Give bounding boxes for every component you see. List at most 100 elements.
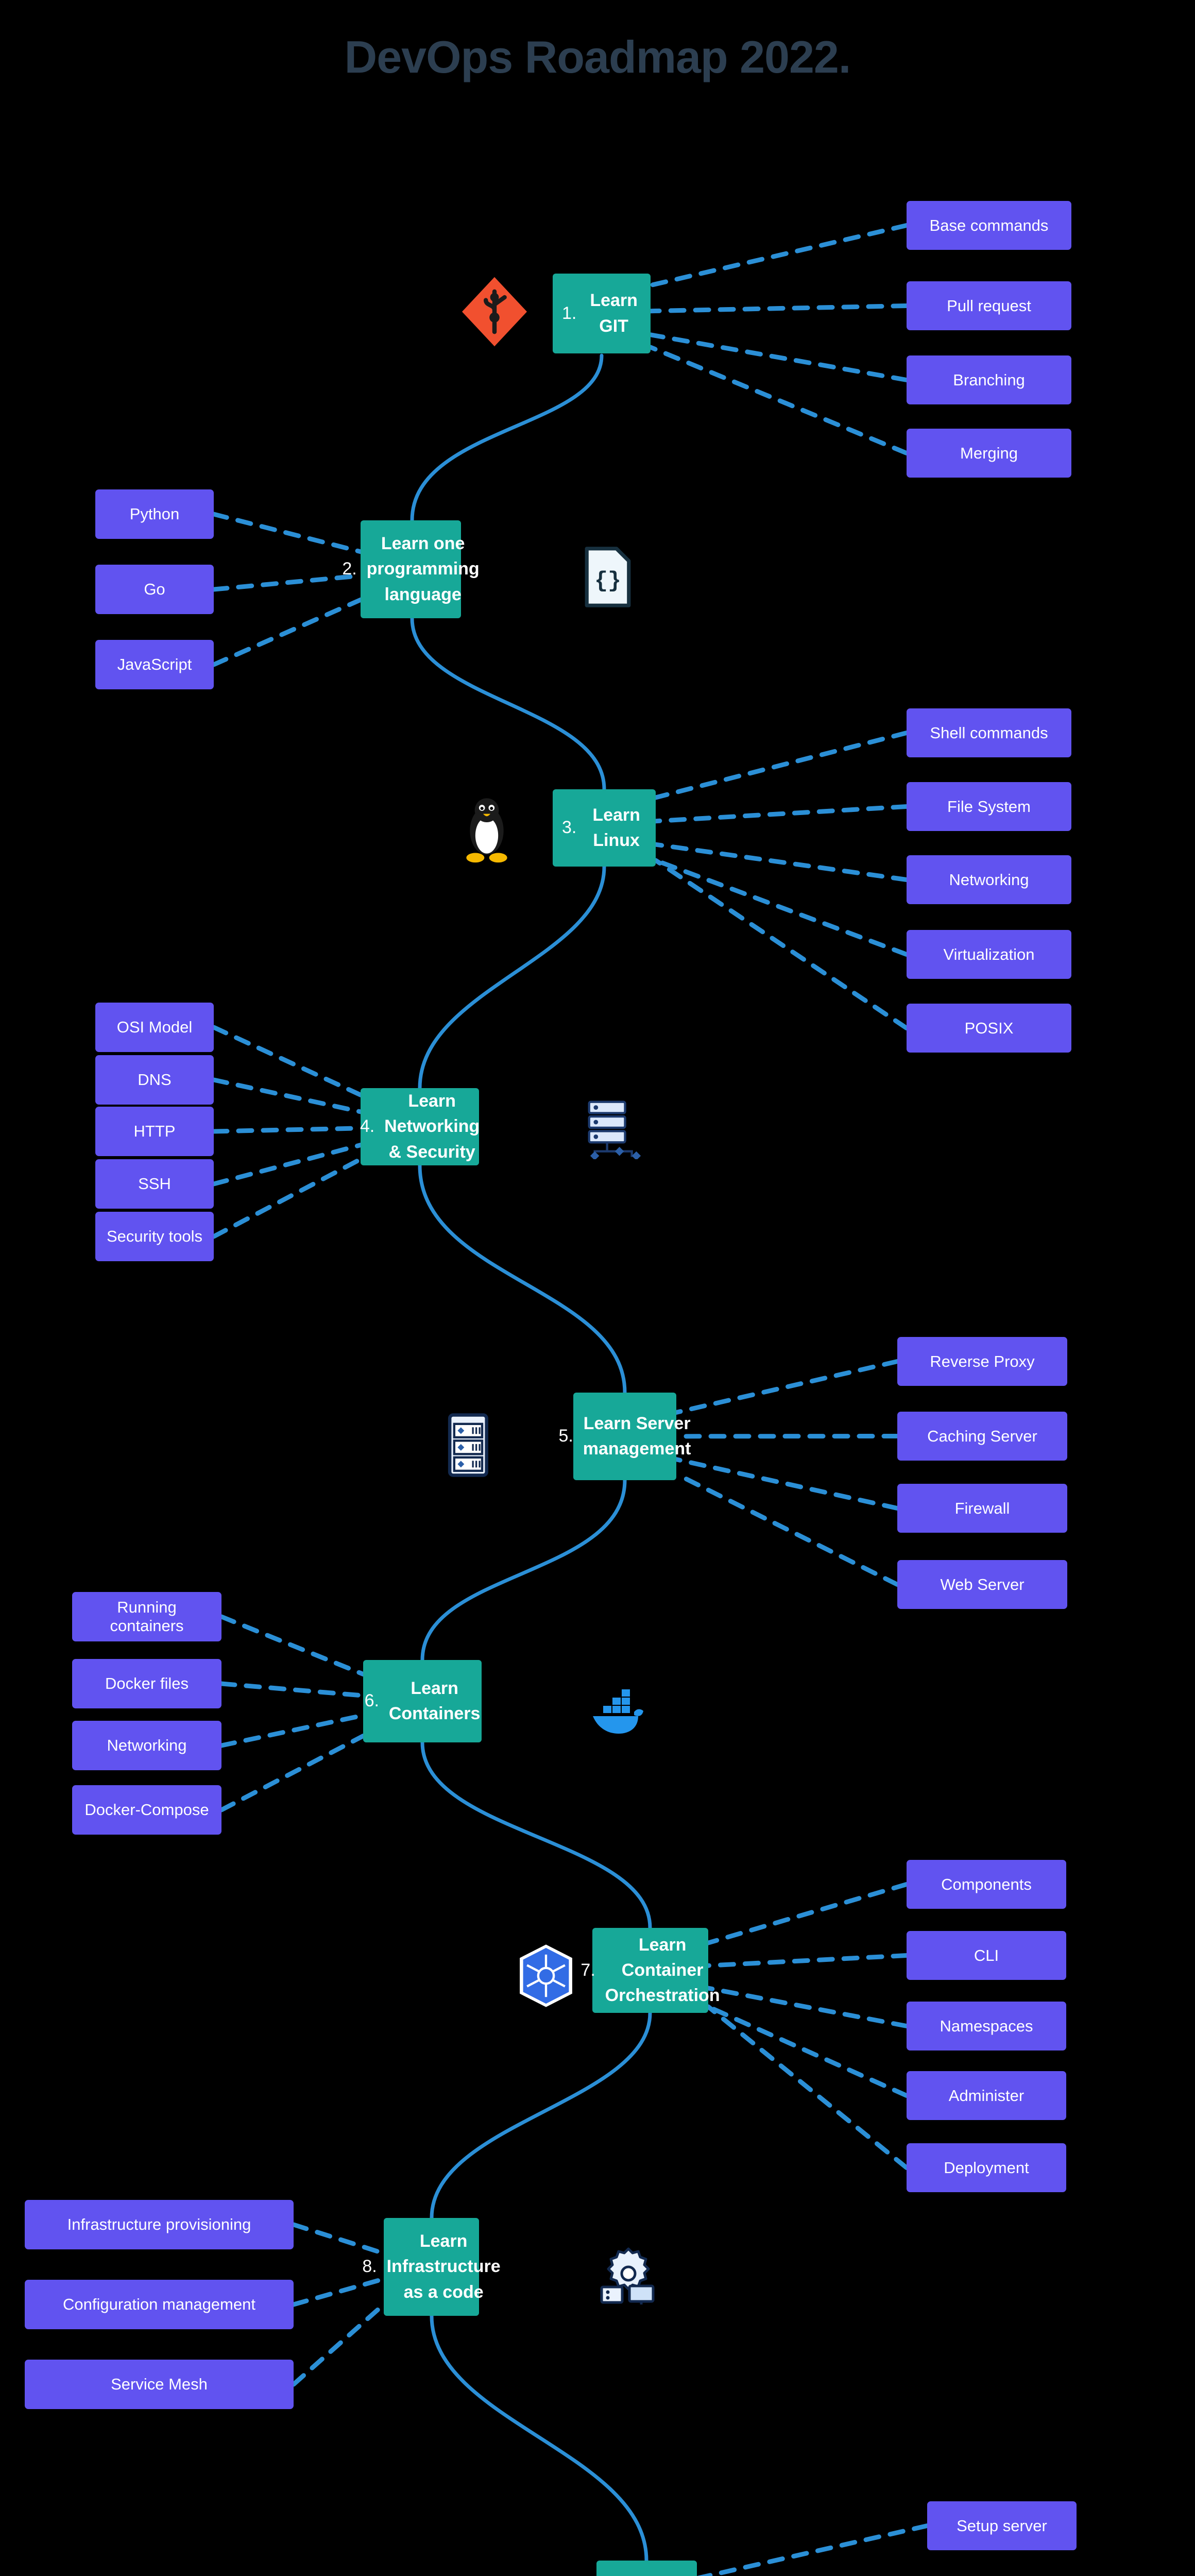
roadmap-leaf[interactable]: Networking (72, 1721, 221, 1770)
roadmap-node[interactable]: 8. Learn Infrastructure as a code (362, 2218, 501, 2316)
node-number: 6. (364, 1691, 389, 1711)
branch-connector (706, 1882, 909, 1945)
roadmap-leaf[interactable]: Docker files (72, 1659, 221, 1708)
roadmap-leaf[interactable]: CLI (907, 1931, 1066, 1980)
leaf-label: CLI (974, 1946, 999, 1964)
leaf-label: Branching (953, 370, 1025, 389)
roadmap-leaf[interactable]: Components (907, 1860, 1066, 1909)
leaf-label: Namespaces (940, 2016, 1033, 2035)
branch-connector (648, 303, 909, 314)
roadmap-leaf[interactable]: Web Server (897, 1560, 1067, 1609)
roadmap-node[interactable]: 5. Learn Server management (559, 1393, 691, 1480)
roadmap-leaf[interactable]: Setup server (927, 2501, 1077, 2550)
node-title: Learn Server management (583, 1413, 691, 1459)
branch-connector (653, 858, 909, 1030)
leaf-label: Docker files (105, 1674, 189, 1692)
roadmap-leaf[interactable]: HTTP (95, 1107, 214, 1156)
leaf-label: Networking (949, 870, 1029, 889)
roadmap-leaf[interactable]: Running containers (72, 1592, 221, 1641)
branch-connector (219, 1734, 366, 1812)
leaf-label: Setup server (957, 2516, 1047, 2535)
roadmap-leaf[interactable]: Caching Server (897, 1412, 1067, 1461)
roadmap-leaf[interactable]: Base commands (907, 201, 1071, 250)
docker-whale-icon (585, 1682, 646, 1739)
branch-connector (648, 345, 909, 455)
leaf-label: Service Mesh (111, 2375, 208, 2393)
roadmap-leaf[interactable]: Shell commands (907, 708, 1071, 757)
roadmap-leaf[interactable]: Docker-Compose (72, 1785, 221, 1835)
branch-connector (291, 2222, 386, 2256)
roadmap-leaf[interactable]: Infrastructure provisioning (25, 2200, 294, 2249)
roadmap-leaf[interactable]: POSIX (907, 1004, 1071, 1053)
roadmap-node[interactable]: 6. Learn Containers (363, 1660, 482, 1742)
roadmap-leaf[interactable]: Networking (907, 855, 1071, 904)
branch-connector (211, 597, 363, 667)
node-number: 3. (562, 818, 587, 838)
branch-connector (653, 858, 909, 957)
leaf-label: Components (941, 1875, 1032, 1893)
leaf-label: Merging (960, 444, 1018, 462)
roadmap-leaf[interactable]: Merging (907, 429, 1071, 478)
branch-connector (211, 1025, 363, 1097)
server-rack-icon (440, 1412, 497, 1479)
roadmap-leaf[interactable]: Deployment (907, 2143, 1066, 2192)
roadmap-node[interactable]: 3. Learn Linux (553, 789, 656, 867)
leaf-label: Firewall (954, 1499, 1010, 1517)
roadmap-leaf[interactable]: Python (95, 489, 214, 539)
leaf-label: HTTP (133, 1122, 176, 1140)
branch-connector (211, 512, 363, 554)
branch-connector (291, 2276, 386, 2307)
roadmap-leaf[interactable]: Configuration management (25, 2280, 294, 2329)
roadmap-leaf[interactable]: DNS (95, 1055, 214, 1105)
roadmap-leaf[interactable]: Security tools (95, 1212, 214, 1261)
node-title: Learn Infrastructure as a code (386, 2231, 501, 2302)
branch-connector (211, 1126, 363, 1134)
branch-connector (219, 1614, 366, 1677)
roadmap-node[interactable]: 9. Learn CI/CD (596, 2561, 697, 2576)
branch-connector (653, 804, 909, 824)
node-number: 1. (562, 303, 587, 323)
roadmap-leaf[interactable]: File System (907, 782, 1071, 831)
branch-connector (674, 1457, 900, 1511)
roadmap-leaf[interactable]: JavaScript (95, 640, 214, 689)
roadmap-node[interactable]: 2. Learn one programming language (342, 520, 480, 618)
node-title: Learn GIT (590, 291, 638, 336)
iac-gear-icon (598, 2244, 659, 2306)
roadmap-leaf[interactable]: Branching (907, 355, 1071, 404)
roadmap-node[interactable]: 7. Learn Container Orchestration (581, 1928, 720, 2013)
leaf-label: Running containers (110, 1598, 184, 1635)
branch-connector (674, 1359, 900, 1415)
page-title: DevOps Roadmap 2022. (344, 31, 851, 82)
leaf-label: Web Server (940, 1575, 1025, 1594)
node-title: Learn Linux (592, 805, 640, 850)
node-number: 2. (342, 559, 367, 579)
branch-connector (706, 1953, 909, 1968)
roadmap-leaf[interactable]: Administer (907, 2071, 1066, 2120)
branch-connector (706, 1986, 909, 2028)
branch-connector (648, 332, 909, 382)
branch-connector (211, 1157, 363, 1239)
leaf-label: Networking (107, 1736, 187, 1754)
roadmap-leaf[interactable]: Firewall (897, 1484, 1067, 1533)
node-number: 8. (362, 2257, 387, 2277)
roadmap-node[interactable]: 4. Learn Networking & Security (360, 1088, 480, 1165)
branch-connector (211, 573, 363, 592)
roadmap-leaf[interactable]: Pull request (907, 281, 1071, 330)
leaf-label: Deployment (944, 2158, 1029, 2177)
leaf-label: Administer (948, 2086, 1025, 2105)
roadmap-leaf[interactable]: Reverse Proxy (897, 1337, 1067, 1386)
branch-connector (291, 2302, 386, 2387)
leaf-label: Reverse Proxy (930, 1352, 1035, 1370)
node-title: Learn Networking & Security (384, 1091, 480, 1162)
roadmap-leaf[interactable]: Go (95, 565, 214, 614)
roadmap-node[interactable]: 1. Learn GIT (553, 274, 651, 353)
branch-connector (696, 2523, 930, 2576)
roadmap-leaf[interactable]: OSI Model (95, 1003, 214, 1052)
roadmap-leaf[interactable]: SSH (95, 1159, 214, 1209)
roadmap-leaf[interactable]: Namespaces (907, 2002, 1066, 2050)
roadmap-leaf[interactable]: Virtualization (907, 930, 1071, 979)
leaf-label: File System (947, 797, 1031, 816)
leaf-label: Python (129, 505, 180, 523)
roadmap-leaf[interactable]: Service Mesh (25, 2360, 294, 2409)
